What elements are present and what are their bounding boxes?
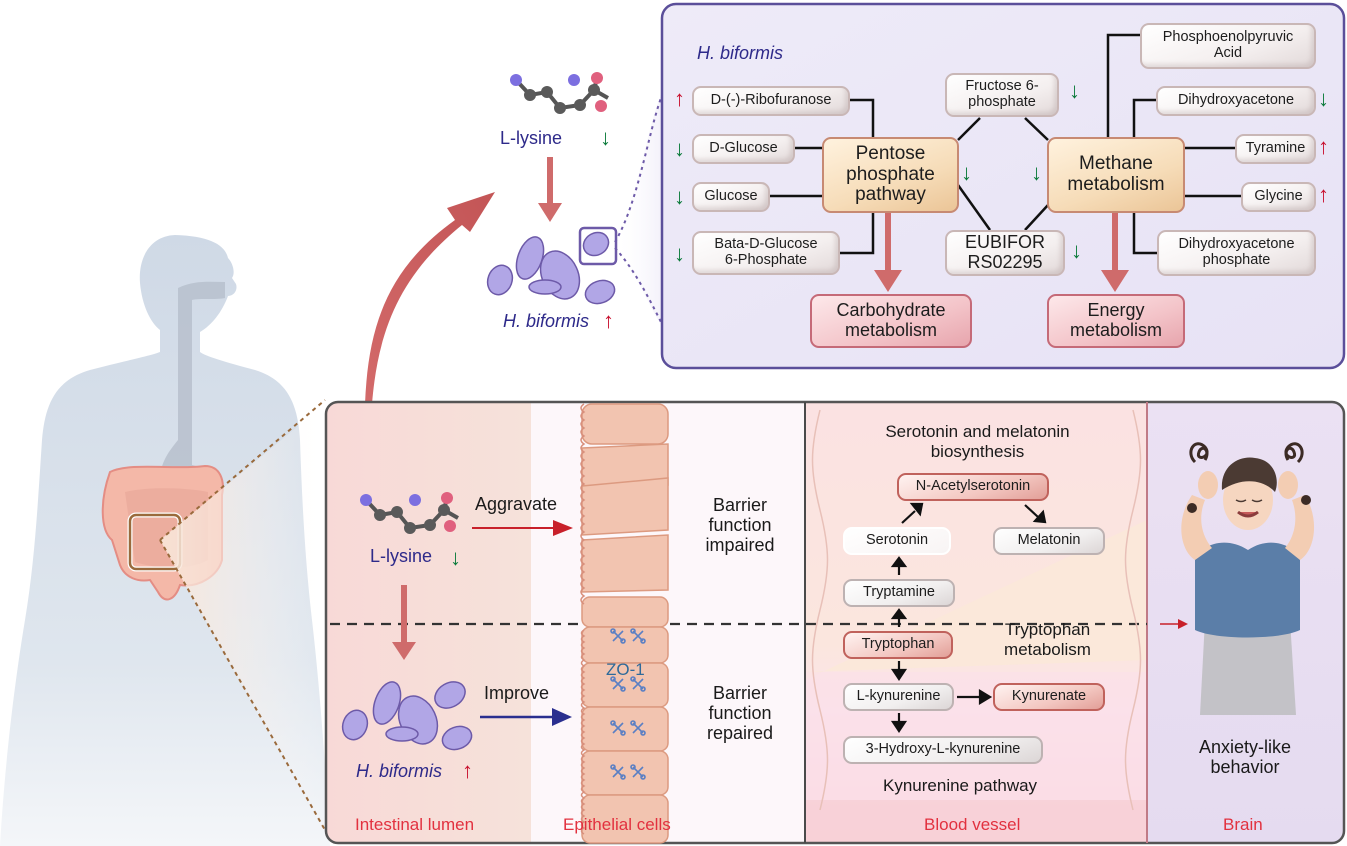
methane-hub-trend-icon: ↓: [1031, 160, 1042, 185]
kynurenate-node: Kynurenate: [993, 683, 1105, 711]
metabolite-node: D-(-)-Ribofuranose: [692, 86, 850, 116]
eubifor-trend-icon: ↓: [1071, 238, 1082, 263]
g6p-trend-icon: ↓: [674, 241, 685, 266]
metabolite-node: Bata-D-Glucose 6-Phosphate: [692, 231, 840, 275]
metabolite-node: Dihydroxyacetone phosphate: [1157, 230, 1316, 276]
l-lysine-molecule-bottom: [360, 492, 459, 534]
metabolite-node: Glucose: [692, 182, 770, 212]
metabolite-node: D-Glucose: [692, 134, 795, 164]
carbohydrate-metabolism-node: Carbohydrate metabolism: [810, 294, 972, 348]
lumen-lysine-trend-icon: ↓: [450, 545, 461, 570]
zoom-funnel-lower: [160, 400, 330, 840]
n-acetylserotonin-node: N-Acetylserotonin: [897, 473, 1049, 501]
melatonin-node: Melatonin: [993, 527, 1105, 555]
lumen-h-biformis-label: H. biformis: [356, 761, 443, 781]
big-curved-arrow: [365, 192, 495, 404]
tryptophan-metabolism-title: Tryptophan metabolism: [1004, 620, 1091, 659]
anxiety-behavior-label: Anxiety-like behavior: [1198, 737, 1292, 778]
vessel-wall-cells: [811, 409, 1142, 811]
3-hydroxy-l-kynurenine-node: 3-Hydroxy-L-kynurenine: [843, 736, 1043, 764]
down-arrow-icon: ↓: [600, 125, 611, 150]
d-glucose-trend-icon: ↓: [674, 136, 685, 161]
dihydroxyacetone-trend-icon: ↓: [1318, 86, 1329, 111]
glycine-trend-icon: ↑: [1318, 182, 1329, 207]
energy-metabolism-node: Energy metabolism: [1047, 294, 1185, 348]
glucose-trend-icon: ↓: [674, 184, 685, 209]
lumen-l-lysine-label: L-lysine: [370, 546, 433, 566]
barrier-impaired-label: Barrier function impaired: [705, 495, 775, 555]
tryptamine-node: Tryptamine: [843, 579, 955, 607]
lumen-biformis-trend-icon: ↑: [462, 758, 473, 783]
bacteria-cluster-bottom: [341, 681, 473, 751]
tyramine-trend-icon: ↑: [1318, 134, 1329, 159]
ribofuranose-trend-icon: ↑: [674, 86, 685, 111]
bacteria-cluster-top: [486, 226, 618, 305]
anxious-person-illustration: [1181, 442, 1315, 715]
methane-metabolism-hub: Methane metabolism: [1047, 137, 1185, 213]
section-label-intestinal-lumen: Intestinal lumen: [355, 815, 475, 834]
top-panel-organism-title: H. biformis: [697, 43, 784, 63]
zoom-line-top-upper: [614, 87, 666, 243]
zoom-funnel-top: [615, 88, 665, 330]
zo1-label: ZO-1: [606, 660, 645, 679]
serotonin-node: Serotonin: [843, 527, 951, 555]
l-kynurenine-node: L-kynurenine: [843, 683, 954, 711]
overview-l-lysine-label: L-lysine: [500, 128, 563, 148]
l-lysine-molecule-top: [510, 72, 609, 114]
overview-h-biformis-label: H. biformis: [503, 311, 590, 331]
section-label-epithelial-cells: Epithelial cells: [563, 815, 671, 834]
kynurenine-pathway-title: Kynurenine pathway: [883, 776, 1038, 795]
aggravate-label: Aggravate: [475, 494, 558, 514]
metabolite-node: Tyramine: [1235, 134, 1316, 164]
barrier-repaired-label: Barrier function repaired: [706, 683, 774, 743]
epithelial-cells: [580, 403, 669, 844]
zo1-junctions: [610, 628, 646, 780]
fructose-6-phosphate-node: Fructose 6-phosphate: [945, 73, 1059, 117]
metabolite-node: Dihydroxyacetone: [1156, 86, 1316, 116]
pentose-hub-trend-icon: ↓: [961, 160, 972, 185]
fructose-trend-icon: ↓: [1069, 78, 1080, 103]
section-label-blood-vessel: Blood vessel: [924, 815, 1021, 834]
section-label-brain: Brain: [1223, 815, 1263, 834]
zoom-line-top-lower: [614, 247, 666, 331]
serotonin-section-title: Serotonin and melatonin biosynthesis: [885, 422, 1070, 462]
metabolite-node: Phosphoenolpyruvic Acid: [1140, 23, 1316, 69]
up-arrow-icon: ↑: [603, 308, 614, 333]
eubifor-node: EUBIFOR RS02295: [945, 230, 1065, 276]
improve-label: Improve: [484, 683, 550, 703]
metabolite-node: Glycine: [1241, 182, 1316, 212]
pentose-phosphate-hub: Pentose phosphate pathway: [822, 137, 959, 213]
tryptophan-node: Tryptophan: [843, 631, 953, 659]
